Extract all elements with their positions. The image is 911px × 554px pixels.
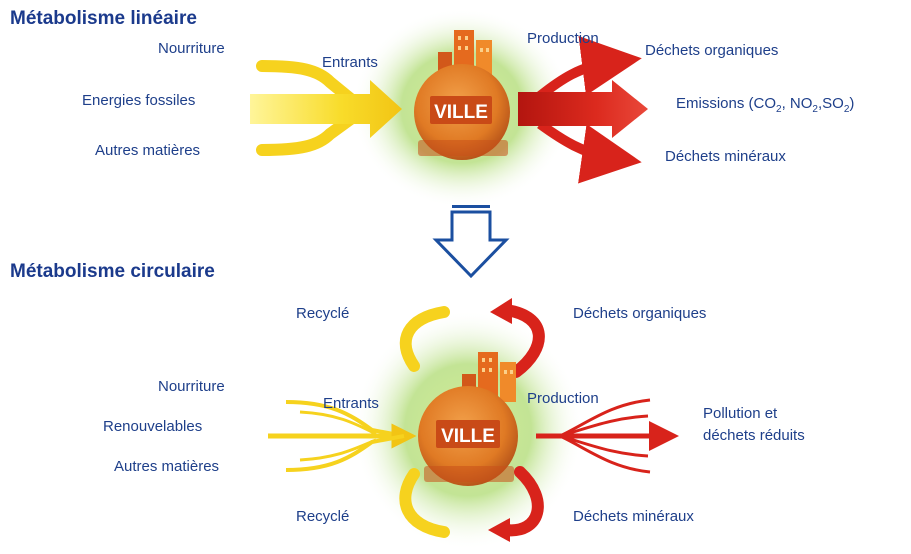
circular-input-arrows [268, 400, 417, 472]
recycle-organic-red-arrow [500, 304, 545, 378]
recycle-mineral-red-arrow [500, 466, 544, 537]
circular-pollution-label-line2: déchets réduits [703, 427, 805, 444]
circular-entrants-label: Entrants [323, 395, 379, 412]
circular-recycle-loops [399, 298, 545, 542]
linear-input-arrow-bottom [256, 112, 358, 156]
recycle-top-yellow-arrow [399, 306, 450, 372]
linear-output-label-mineral: Déchets minéraux [665, 148, 786, 165]
linear-output-arrows [518, 35, 648, 184]
circular-output-arrows [536, 398, 679, 474]
circular-city-icon: VILLE [418, 352, 518, 486]
linear-input-arrow-top [256, 60, 358, 106]
circular-diagram: VILLE [268, 298, 679, 550]
linear-input-label-other: Autres matières [95, 142, 201, 159]
circular-production-label: Production [527, 390, 599, 407]
linear-output-arrow-main [518, 80, 648, 138]
circular-mineral-label: Déchets minéraux [573, 508, 694, 525]
linear-input-label-food: Nourriture [158, 40, 225, 57]
linear-title: Métabolisme linéaire [10, 8, 197, 29]
linear-city-label: VILLE [434, 102, 488, 123]
linear-output-label-emissions: Emissions (CO2, NO2,SO2) [676, 95, 855, 115]
circular-title: Métabolisme circulaire [10, 261, 215, 282]
circular-input-label-renewable: Renouvelables [103, 418, 203, 435]
linear-input-label-fossil: Energies fossiles [82, 92, 196, 109]
linear-production-label: Production [527, 30, 599, 47]
linear-output-label-organic: Déchets organiques [645, 42, 779, 59]
circular-recycled-top-label: Recyclé [296, 305, 350, 322]
linear-entrants-label: Entrants [322, 54, 378, 71]
linear-diagram: VILLE [250, 8, 648, 208]
linear-input-arrow-main [250, 80, 402, 138]
linear-output-arrow-bottom [537, 119, 642, 184]
circular-organic-label: Déchets organiques [573, 305, 707, 322]
transition-arrow [432, 205, 510, 279]
recycle-bottom-yellow-arrow [399, 468, 450, 538]
circular-recycled-bottom-label: Recyclé [296, 508, 350, 525]
linear-input-arrows [250, 60, 402, 156]
linear-city-icon: VILLE [414, 30, 510, 160]
circular-input-label-food: Nourriture [158, 378, 225, 395]
circular-city-label: VILLE [441, 426, 495, 447]
circular-input-label-other: Autres matières [114, 458, 220, 475]
circular-pollution-label-line1: Pollution et [703, 405, 778, 422]
linear-output-arrow-top [536, 35, 642, 100]
